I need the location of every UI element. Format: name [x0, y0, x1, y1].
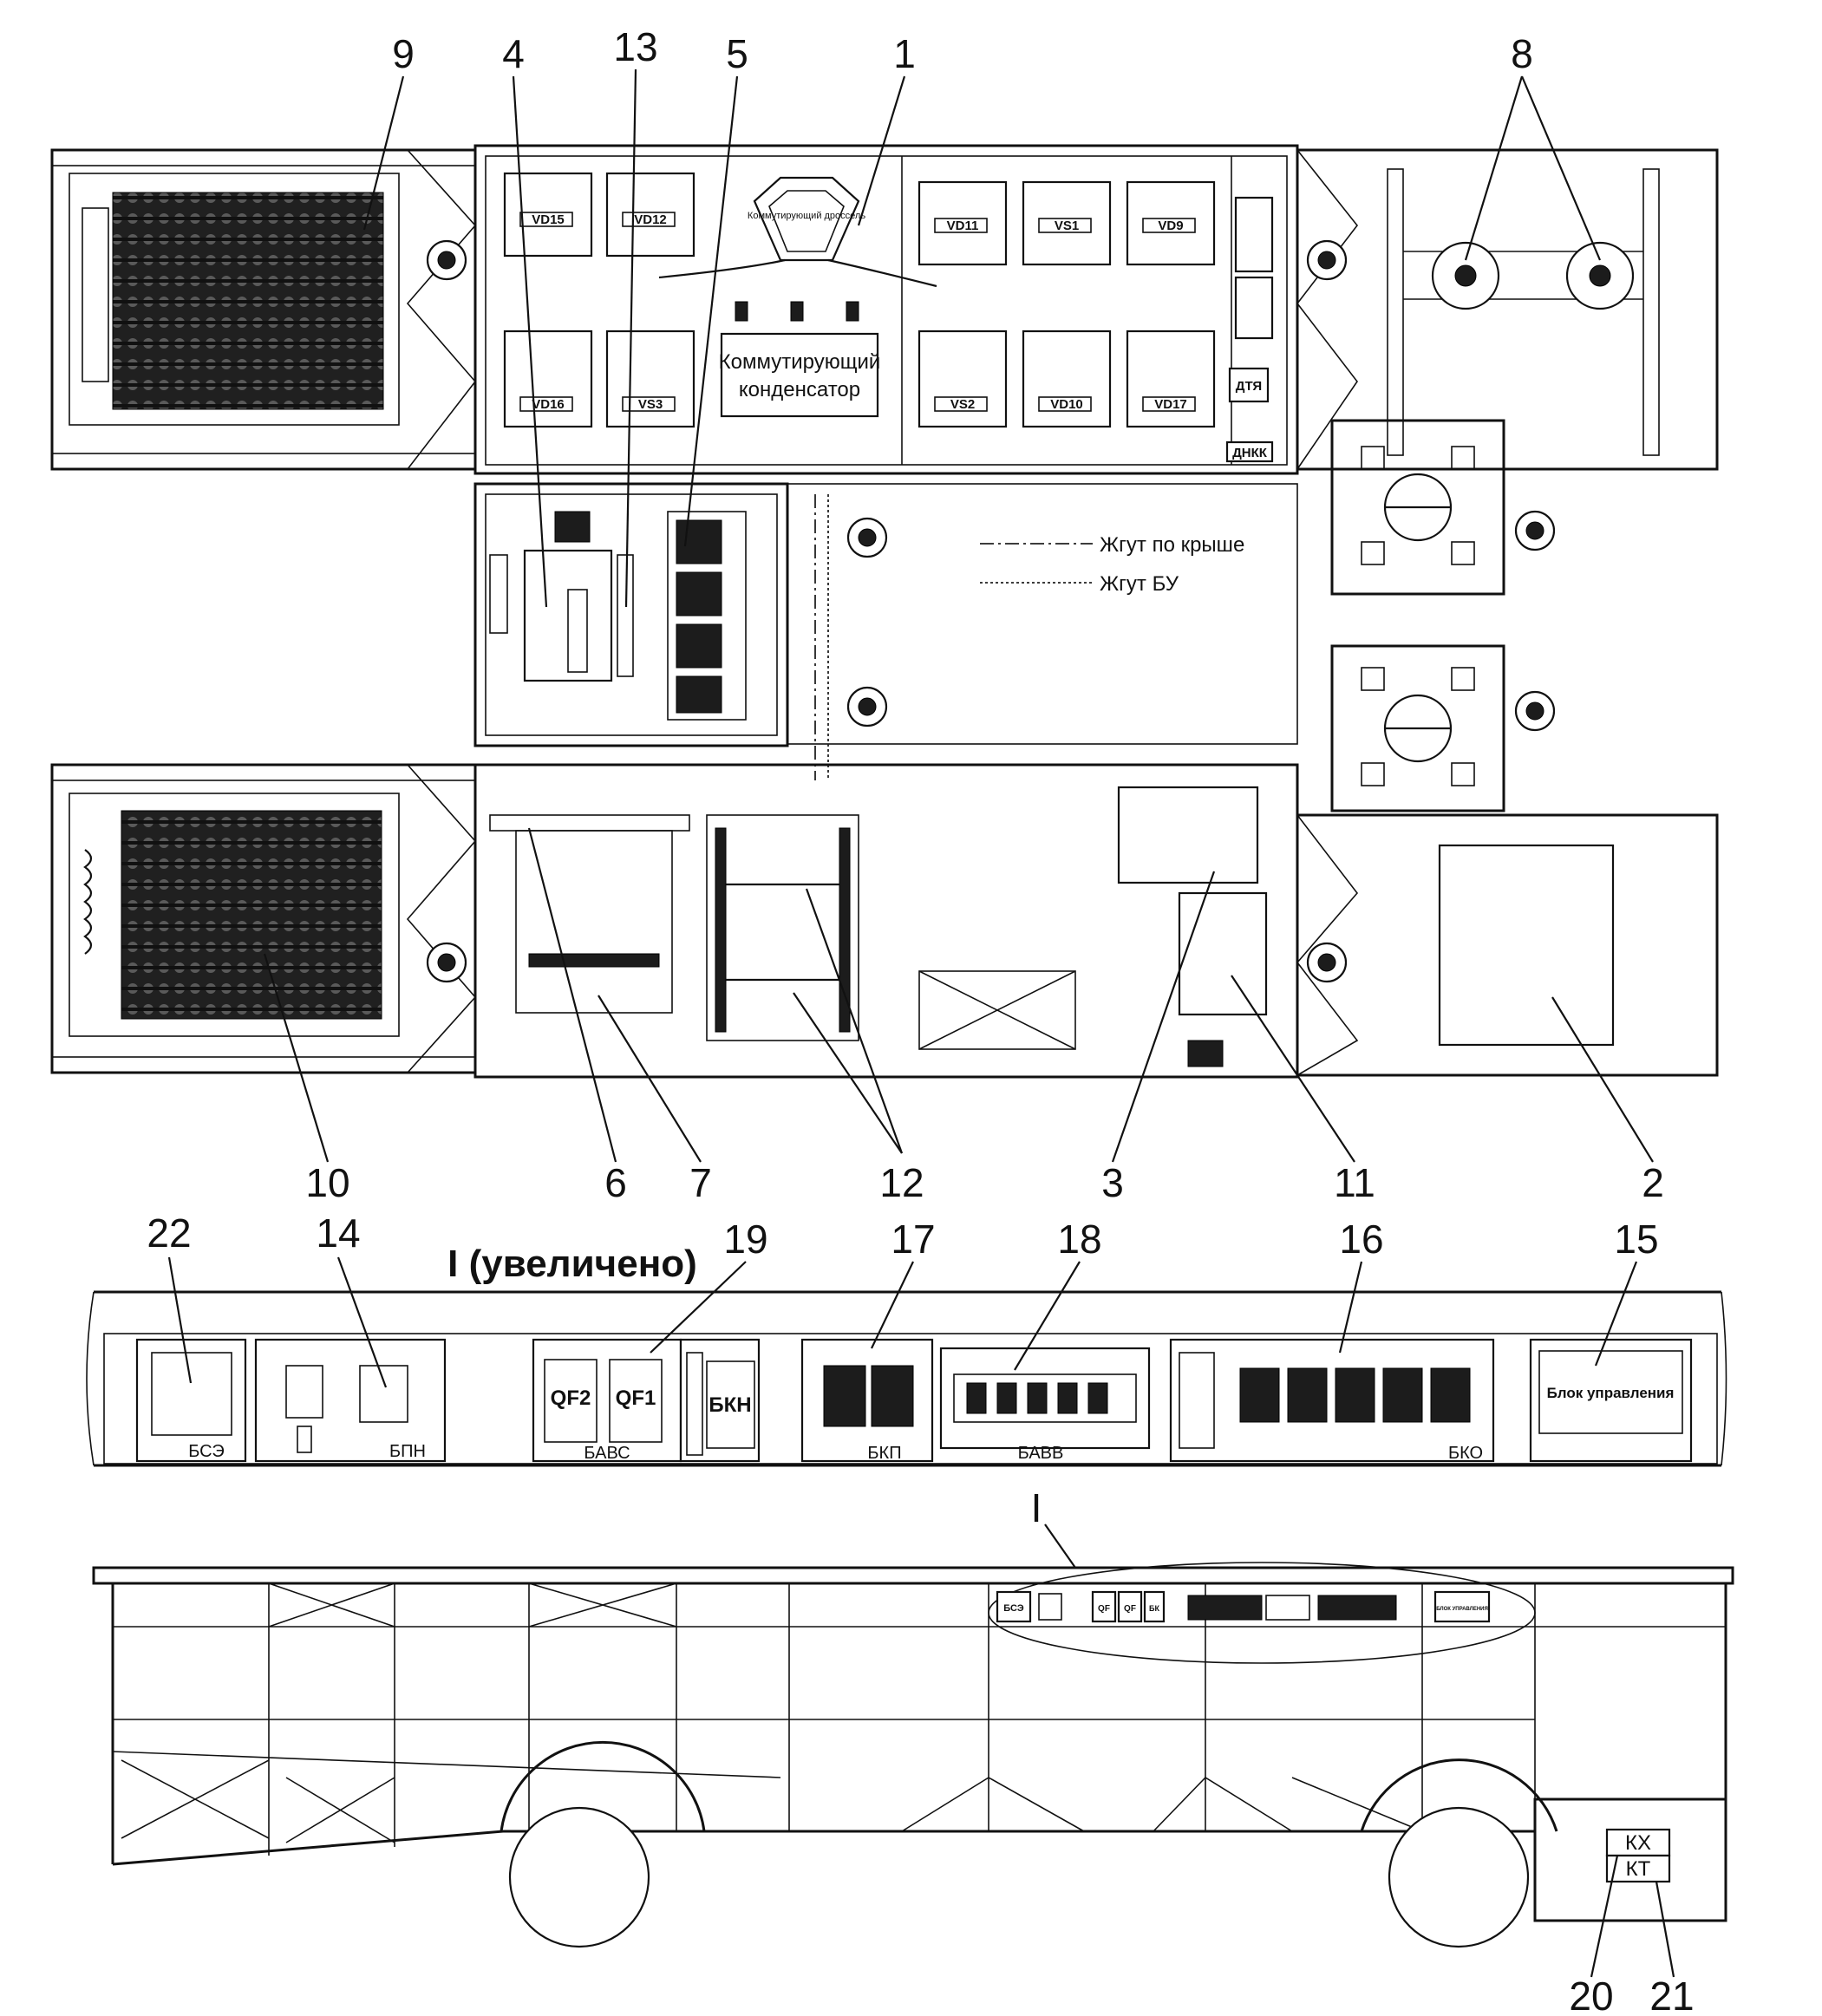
capacitor-label-line1: Коммутирующий: [719, 350, 881, 374]
callout-7: 7: [689, 1160, 712, 1205]
reactor-9: [50, 148, 477, 471]
side-view: I БСЭ: [92, 1485, 1734, 2016]
thyristor-vd10: VD10: [1050, 397, 1083, 412]
callout-21: 21: [1649, 1974, 1694, 2016]
callout-5: 5: [726, 31, 748, 76]
callout-2: 2: [1642, 1160, 1664, 1205]
thyristor-vs2: VS2: [950, 397, 975, 412]
thyristor-vd16: VD16: [532, 397, 565, 412]
thyristor-vd12: VD12: [634, 212, 667, 227]
breaker-qf1: QF1: [616, 1386, 656, 1410]
mini-bse: БСЭ: [1003, 1603, 1024, 1614]
block-bse: БСЭ: [188, 1442, 225, 1461]
thyristor-vd9: VD9: [1158, 219, 1183, 233]
capacitor-label-line2: конденсатор: [739, 378, 860, 401]
callout-1: 1: [893, 31, 916, 76]
box-kx: КХ: [1625, 1831, 1651, 1855]
callout-18: 18: [1057, 1217, 1101, 1262]
top-view: VD15 VD12 VD11 VS1 VD9 VD16 VS3 VS2: [50, 24, 1719, 1205]
breaker-qf2: QF2: [551, 1386, 591, 1410]
reactor-10: [50, 763, 477, 1074]
resistor-block-8: [1296, 148, 1719, 471]
block-bavs: БАВС: [584, 1444, 630, 1463]
block-bkp: БКП: [867, 1444, 901, 1463]
callout-14: 14: [316, 1210, 360, 1256]
enlarged-title: I (увеличено): [447, 1243, 697, 1285]
centre-harness-area: Жгут по крыше Жгут БУ: [787, 483, 1298, 780]
sensor-dnkk: ДНКК: [1232, 446, 1268, 460]
callout-11: 11: [1334, 1160, 1375, 1205]
thyristor-vs3: VS3: [638, 397, 663, 412]
commutation-capacitor: Коммутирующий конденсатор: [719, 301, 881, 418]
thyristor-vd17: VD17: [1154, 397, 1187, 412]
mini-bk: БК: [1149, 1604, 1159, 1613]
roof-equipment-mini: БСЭ QF QF БК БЛОК УПРАВЛЕНИЯ: [996, 1590, 1491, 1623]
sensors: ДТЯ ДНКК: [1225, 196, 1274, 463]
detail-marker-i: I: [1031, 1485, 1042, 1530]
top-callouts: 9 4 13 5 1 8 10 6 7 12 3 11 2: [263, 24, 1664, 1205]
callout-8: 8: [1511, 31, 1533, 76]
thyristor-vs1: VS1: [1055, 219, 1079, 233]
callout-9: 9: [392, 31, 415, 76]
mini-qf-1: QF: [1098, 1604, 1110, 1614]
control-unit: Блок управления: [1547, 1385, 1675, 1401]
mini-qf-2: QF: [1124, 1604, 1136, 1614]
legend-roof-harness: Жгут по крыше: [1100, 533, 1244, 557]
block-2: [1296, 813, 1719, 1077]
box-kt: КТ: [1626, 1857, 1651, 1881]
commutation-choke: Коммутирующий дроссель: [658, 176, 937, 288]
filter-block: [473, 763, 1299, 1079]
callout-13: 13: [613, 24, 657, 69]
mini-control-unit: БЛОК УПРАВЛЕНИЯ: [1436, 1607, 1488, 1612]
callout-17: 17: [891, 1217, 935, 1262]
callout-15: 15: [1614, 1217, 1658, 1262]
callout-16: 16: [1339, 1217, 1383, 1262]
sensor-dtya: ДТЯ: [1236, 379, 1262, 394]
enlarged-view: I (увеличено) БСЭ БПН QF2 QF1 БАВС БКН Б…: [86, 1210, 1727, 1467]
thyristor-vd11: VD11: [947, 219, 979, 233]
callout-19: 19: [723, 1217, 767, 1262]
block-bavv: БАВВ: [1018, 1444, 1064, 1463]
callout-22: 22: [147, 1210, 191, 1256]
legend-control-harness: Жгут БУ: [1100, 572, 1179, 596]
callout-20: 20: [1569, 1974, 1613, 2016]
block-bko: БКО: [1448, 1444, 1483, 1463]
choke-label: Коммутирующий дроссель: [748, 211, 865, 221]
callout-12: 12: [879, 1160, 924, 1205]
block-bkn: БКН: [709, 1393, 751, 1417]
callout-6: 6: [604, 1160, 627, 1205]
callout-10: 10: [305, 1160, 349, 1205]
callout-3: 3: [1101, 1160, 1124, 1205]
thyristor-vd15: VD15: [532, 212, 565, 227]
callout-4: 4: [502, 31, 525, 76]
control-contactors-block: [473, 482, 789, 747]
thyristor-modules: VD15 VD12 VD11 VS1 VD9 VD16 VS3 VS2: [503, 172, 1216, 428]
brake-resistors: [1330, 419, 1556, 812]
block-bpn: БПН: [389, 1442, 426, 1461]
